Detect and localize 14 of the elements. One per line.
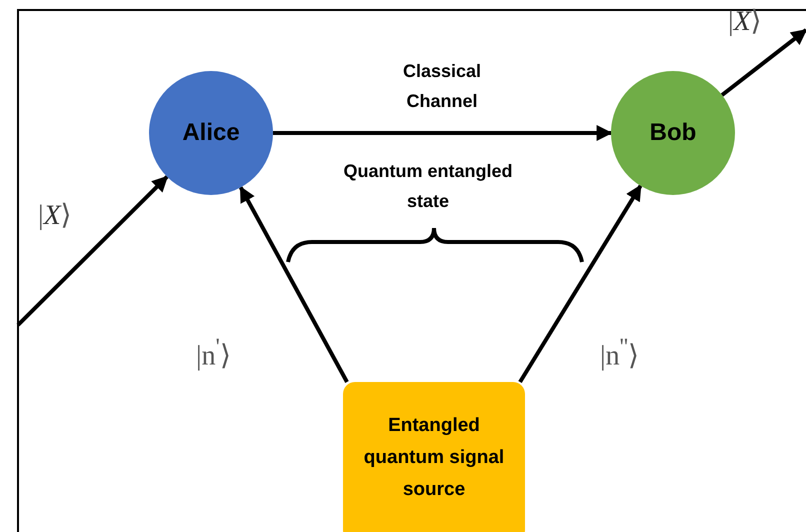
edge-label: Classical Channel <box>402 60 482 113</box>
party-name: Alice <box>181 118 241 148</box>
ket-label: |n$^{''}$⟩ <box>600 334 640 372</box>
arrow <box>273 125 613 141</box>
source-label: Entangled quantum signal source <box>362 414 506 502</box>
party-name: Bob <box>648 118 698 148</box>
source-box <box>343 382 525 532</box>
ket-label: |X⟩ <box>38 199 72 232</box>
arrow <box>720 28 806 97</box>
arrow <box>238 186 349 383</box>
arrow <box>16 175 168 326</box>
ket-label: |n$^{'}$⟩ <box>196 334 231 372</box>
ket-label: |X⟩ <box>728 5 762 38</box>
state-label: Quantum entangled state <box>342 160 514 213</box>
